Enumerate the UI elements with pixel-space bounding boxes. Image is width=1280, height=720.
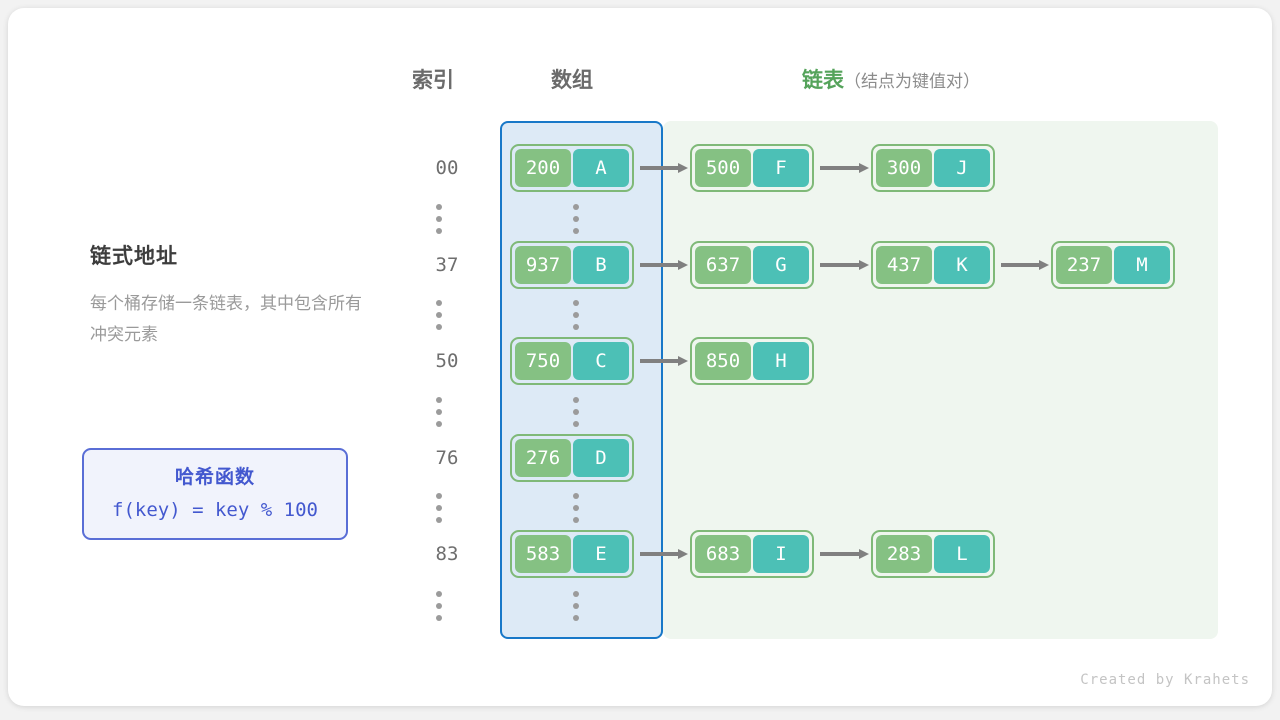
hash-function-expression: f(key) = key % 100 (112, 499, 318, 521)
description-body: 每个桶存储一条链表，其中包含所有冲突元素 (90, 294, 362, 344)
array-ellipsis (573, 397, 579, 427)
arrow-shaft (640, 552, 678, 556)
array-ellipsis (573, 300, 579, 330)
next-pointer-arrow (820, 163, 869, 173)
index-ellipsis (436, 204, 442, 234)
bucket-index-label: 50 (435, 350, 459, 372)
bucket-index-label: 83 (435, 543, 459, 565)
next-pointer-arrow (640, 356, 688, 366)
bucket-index-label: 37 (435, 254, 459, 276)
arrow-head (678, 163, 688, 173)
next-pointer-arrow (820, 260, 869, 270)
node-value: B (573, 246, 629, 284)
column-header-index: 索引 (412, 69, 454, 92)
node-key: 583 (515, 535, 571, 573)
index-ellipsis (436, 493, 442, 523)
node-value: J (934, 149, 990, 187)
arrow-head (1039, 260, 1049, 270)
column-header-array: 数组 (551, 69, 593, 92)
node-value: F (753, 149, 809, 187)
arrow-head (678, 260, 688, 270)
arrow-head (678, 549, 688, 559)
node-key: 637 (695, 246, 751, 284)
node-value: L (934, 535, 990, 573)
arrow-head (859, 163, 869, 173)
bucket-index-label: 76 (435, 447, 459, 469)
arrow-shaft (820, 263, 859, 267)
column-header-linkedlist-main: 链表 (802, 69, 844, 92)
diagram-card: 索引 数组 链表（结点为键值对） 链式地址 每个桶存储一条链表，其中包含所有冲突… (8, 8, 1272, 706)
node-key: 500 (695, 149, 751, 187)
node-key: 237 (1056, 246, 1112, 284)
arrow-shaft (820, 166, 859, 170)
node-key: 437 (876, 246, 932, 284)
node-key: 850 (695, 342, 751, 380)
column-header-linkedlist-note: （结点为键值对） (844, 72, 980, 91)
arrow-head (859, 260, 869, 270)
node-key: 200 (515, 149, 571, 187)
node-value: I (753, 535, 809, 573)
column-header-linkedlist: 链表（结点为键值对） (802, 64, 980, 94)
next-pointer-arrow (640, 549, 688, 559)
index-ellipsis (436, 300, 442, 330)
arrow-shaft (640, 263, 678, 267)
node-value: C (573, 342, 629, 380)
node-key: 750 (515, 342, 571, 380)
node-key: 276 (515, 439, 571, 477)
bucket-index-label: 00 (435, 157, 459, 179)
node-value: E (573, 535, 629, 573)
arrow-head (678, 356, 688, 366)
array-ellipsis (573, 204, 579, 234)
node-value: K (934, 246, 990, 284)
description-title: 链式地址 (90, 245, 178, 268)
node-value: D (573, 439, 629, 477)
next-pointer-arrow (640, 163, 688, 173)
next-pointer-arrow (640, 260, 688, 270)
node-key: 283 (876, 535, 932, 573)
node-value: A (573, 149, 629, 187)
index-ellipsis (436, 397, 442, 427)
hash-function-box: 哈希函数 f(key) = key % 100 (82, 448, 348, 540)
arrow-head (859, 549, 869, 559)
node-key: 300 (876, 149, 932, 187)
array-ellipsis (573, 591, 579, 621)
next-pointer-arrow (820, 549, 869, 559)
node-key: 683 (695, 535, 751, 573)
arrow-shaft (820, 552, 859, 556)
next-pointer-arrow (1001, 260, 1049, 270)
hash-function-title: 哈希函数 (174, 467, 255, 488)
arrow-shaft (1001, 263, 1039, 267)
node-value: M (1114, 246, 1170, 284)
array-ellipsis (573, 493, 579, 523)
node-value: H (753, 342, 809, 380)
footer-credit: Created by Krahets (1080, 672, 1250, 688)
node-key: 937 (515, 246, 571, 284)
index-ellipsis (436, 591, 442, 621)
node-value: G (753, 246, 809, 284)
arrow-shaft (640, 359, 678, 363)
arrow-shaft (640, 166, 678, 170)
